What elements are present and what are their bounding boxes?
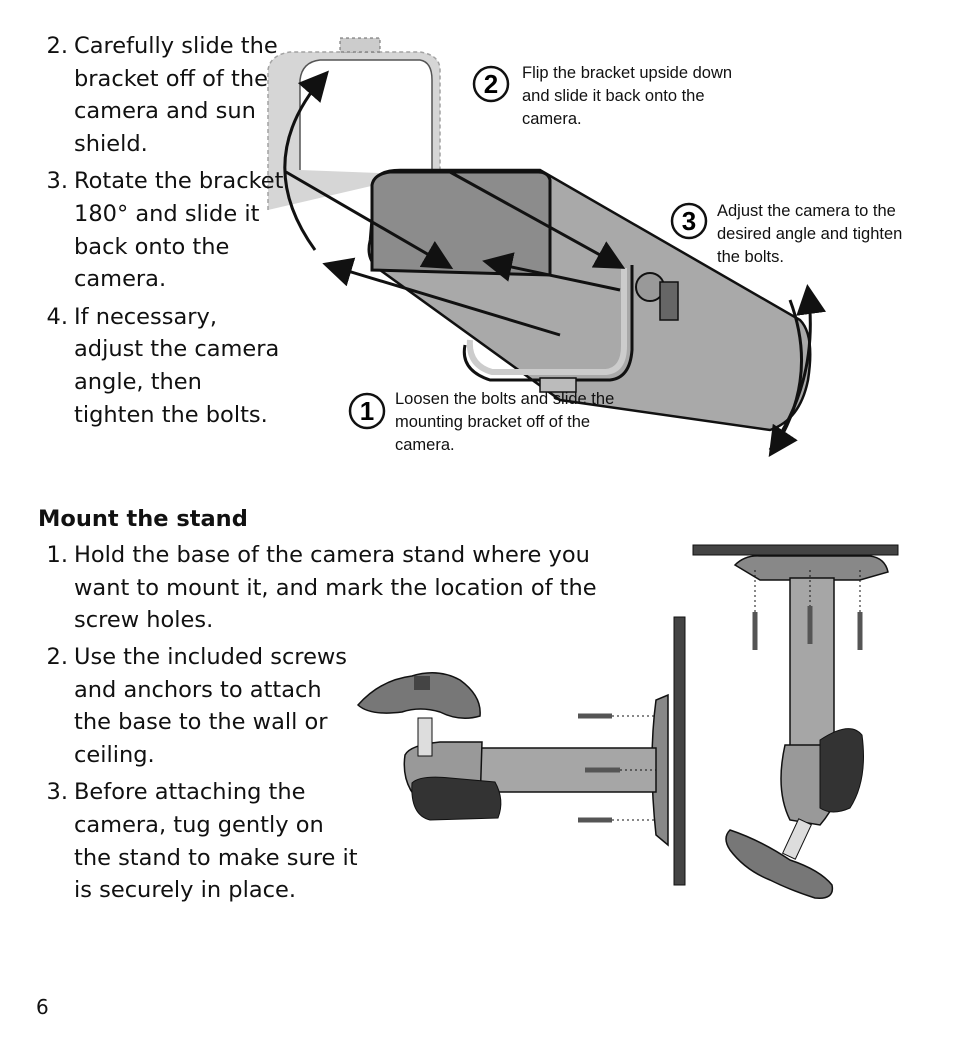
callout-3-number: 3 — [682, 206, 696, 236]
callout-2-text: Flip the bracket upside down and slide i… — [522, 64, 733, 128]
list-item: 2.Carefully slide the bracket off of the… — [46, 33, 278, 157]
callout-1-text: Loosen the bolts and slide the mounting … — [395, 390, 615, 454]
list-item: 3.Before attaching the camera, tug gentl… — [46, 779, 358, 904]
bracket-steps-list: 2.Carefully slide the bracket off of the… — [38, 30, 288, 436]
callout-2-number: 2 — [484, 69, 498, 99]
mount-steps-list-top: 1.Hold the base of the camera stand wher… — [38, 539, 648, 642]
page-number: 6 — [36, 995, 49, 1019]
callout-1-number: 1 — [360, 396, 374, 426]
list-item: 2.Use the included screws and anchors to… — [46, 644, 348, 768]
step-text: Use the included screws and anchors to a… — [74, 644, 348, 768]
callout-3-text: Adjust the camera to the desired angle a… — [717, 202, 903, 266]
step-text: If necessary, adjust the camera angle, t… — [74, 303, 280, 428]
list-item: 4.If necessary, adjust the camera angle,… — [46, 303, 280, 428]
section-heading: Mount the stand — [38, 506, 248, 532]
step-text: Carefully slide the bracket off of the c… — [74, 33, 278, 157]
mount-steps-list: 2.Use the included screws and anchors to… — [38, 641, 358, 912]
list-item: 1.Hold the base of the camera stand wher… — [46, 542, 597, 634]
step-text: Before attaching the camera, tug gently … — [74, 779, 358, 904]
step-text: Rotate the bracket 180° and slide it bac… — [74, 168, 284, 293]
ceiling-stand-illustration — [692, 544, 899, 899]
list-item: 3.Rotate the bracket 180° and slide it b… — [46, 168, 284, 293]
wall-stand-illustration — [356, 616, 686, 886]
step-text: Hold the base of the camera stand where … — [74, 542, 597, 634]
